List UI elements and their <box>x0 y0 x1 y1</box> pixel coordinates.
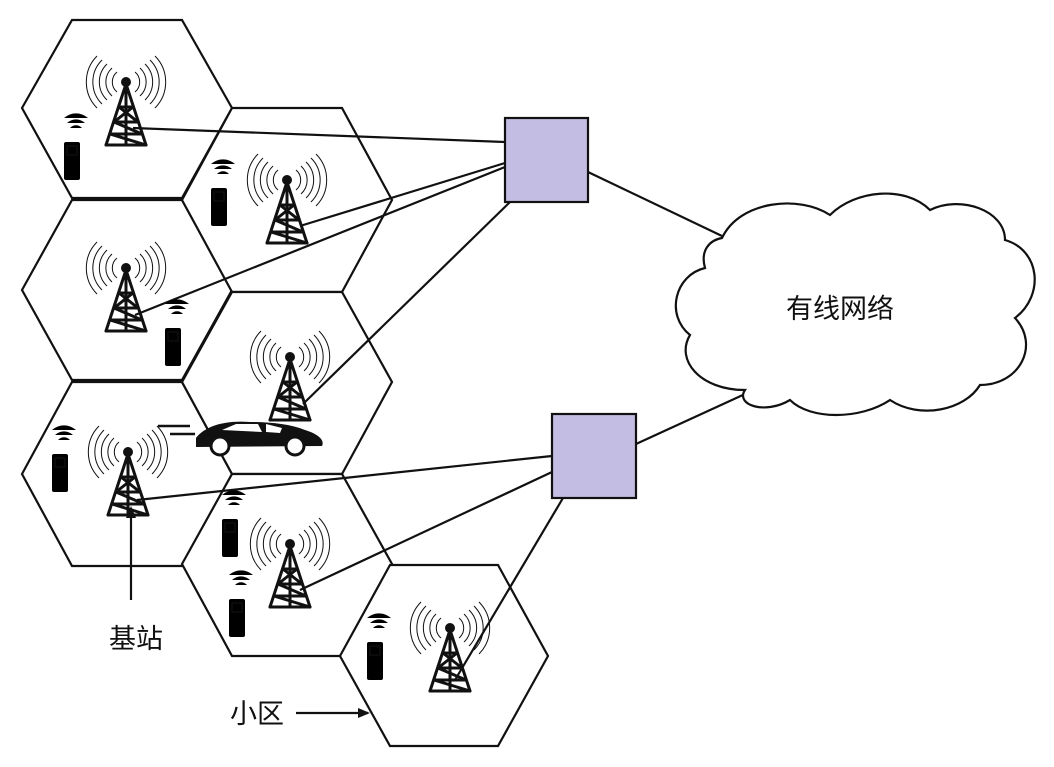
link-line <box>136 454 553 502</box>
link-line <box>635 393 746 445</box>
link-line <box>134 165 506 317</box>
switch-node-icon <box>503 116 590 204</box>
link-line <box>302 201 511 405</box>
base-station-label: 基站 <box>109 624 163 654</box>
links <box>132 126 746 681</box>
wired-network-label: 有线网络 <box>786 294 894 324</box>
cell-label: 小区 <box>230 699 284 729</box>
link-line <box>454 497 564 681</box>
switch-node-icon <box>550 412 638 500</box>
cloud-icon: 有线网络 <box>674 192 1036 416</box>
car-icon <box>158 421 323 457</box>
link-line <box>299 471 553 591</box>
link-line <box>299 161 506 228</box>
link-line <box>587 171 723 237</box>
link-line <box>132 126 506 144</box>
